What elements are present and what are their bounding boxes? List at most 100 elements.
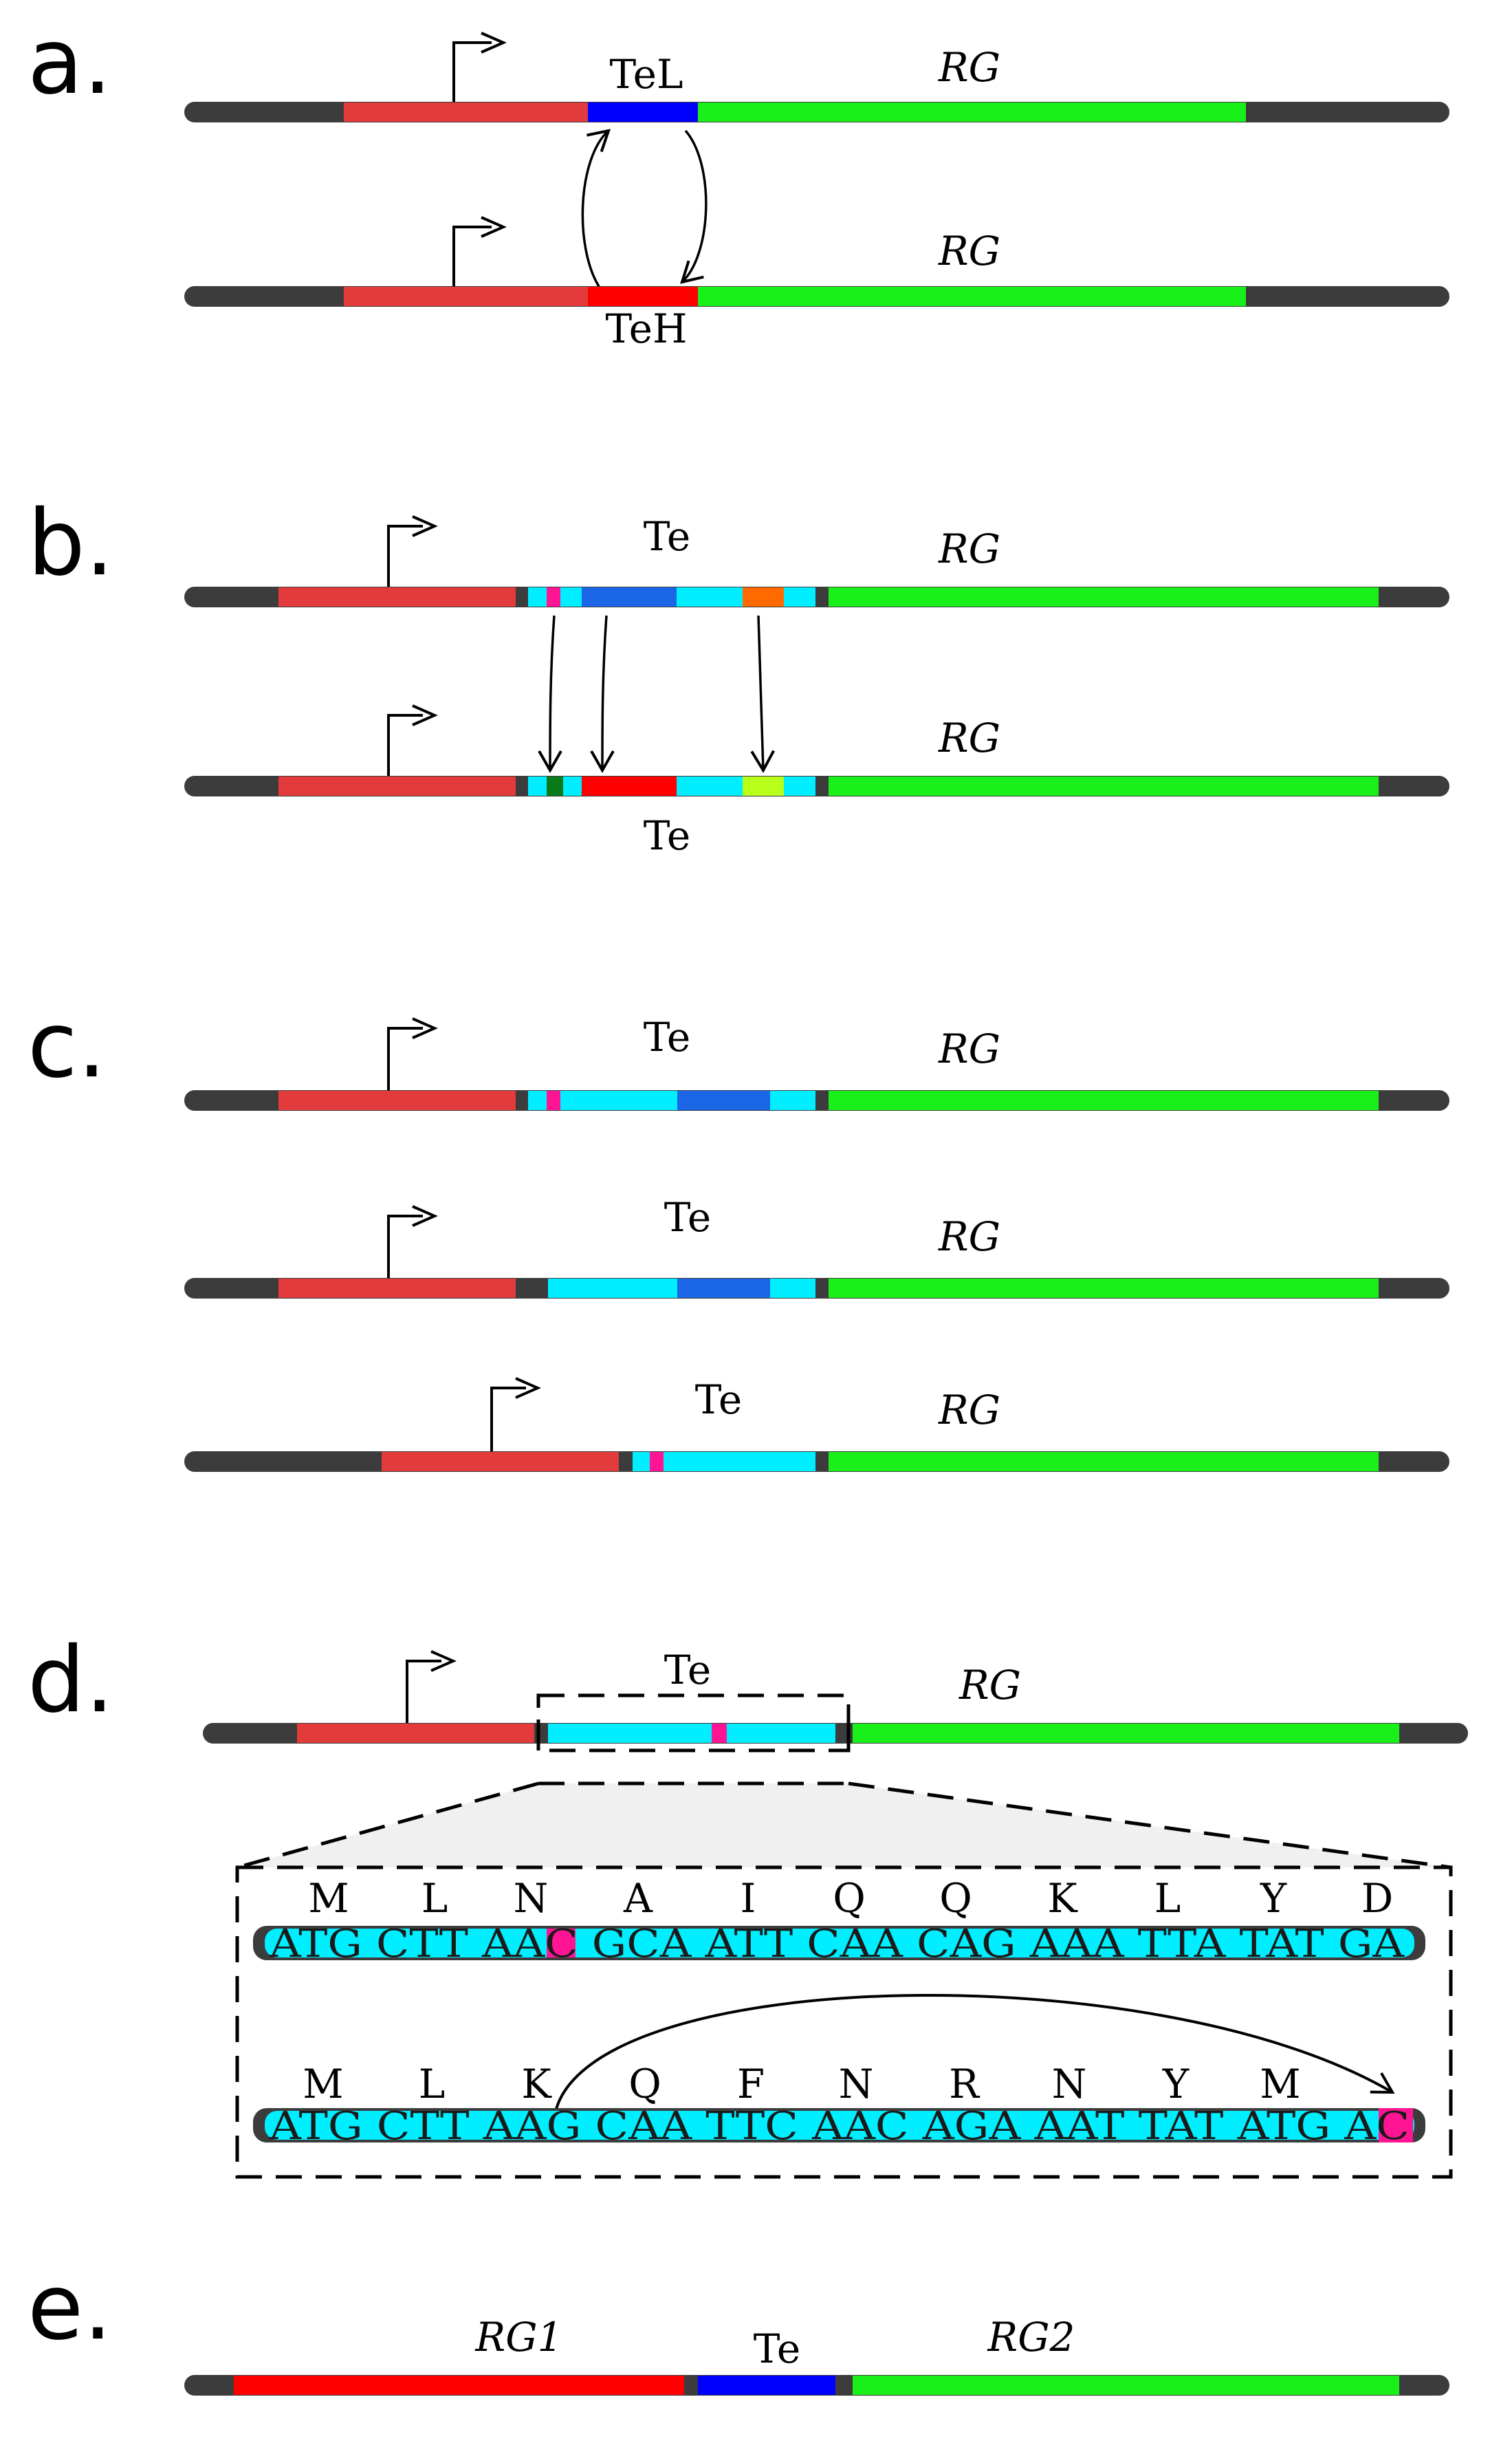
tag-region xyxy=(548,1724,835,1743)
exchange-arrow-down-icon xyxy=(680,129,708,284)
promoter-arrow-head xyxy=(481,216,507,238)
amino-acid: M xyxy=(1260,2061,1300,2107)
panel-d: d. Te RG M L N A I Q xyxy=(28,1627,1468,2179)
zoom-guide-right xyxy=(848,1781,1451,1869)
amino-acid: N xyxy=(514,1875,549,1922)
reporter-gene-1 xyxy=(234,2376,684,2395)
promoter-arrow-head xyxy=(412,1205,438,1227)
panel-a: a. TeL RG TeH RG xyxy=(28,9,1449,352)
tag-mark-blue xyxy=(582,587,677,607)
promoter-arrow-head xyxy=(481,32,507,54)
mutation-highlight xyxy=(547,1929,576,1957)
construct-b-top: Te RG xyxy=(184,513,1449,607)
zoom-guide-left xyxy=(237,1781,539,1869)
amino-acid: L xyxy=(419,2061,446,2107)
substitution-arrow-icon xyxy=(750,615,775,774)
mutated-base: C xyxy=(1376,2104,1410,2149)
reporter-gene xyxy=(829,777,1379,796)
rg-label: RG xyxy=(938,1387,1000,1433)
panel-letter-d: d. xyxy=(28,1627,114,1733)
sequence-part: GCA ATT CAA CAG AAA TTA TAT GA xyxy=(578,1922,1405,1966)
amino-acid: M xyxy=(308,1875,349,1922)
tag-region xyxy=(698,2376,835,2395)
promoter-arrow-head xyxy=(515,1377,541,1399)
promoter-region xyxy=(344,102,588,122)
reporter-gene xyxy=(698,287,1246,306)
promoter-arrow-head xyxy=(412,515,438,537)
amino-acid: K xyxy=(521,2061,552,2107)
promoter-arrow-icon xyxy=(490,1387,526,1451)
promoter-region xyxy=(344,287,588,306)
panel-letter-c: c. xyxy=(28,992,107,1098)
promoter-arrow-icon xyxy=(387,714,423,776)
construct-b-bottom: Te RG xyxy=(184,704,1449,859)
zoom-selection-box xyxy=(536,1693,851,1753)
panel-b: b. Te RG Te xyxy=(28,490,1449,859)
amino-acid: M xyxy=(303,2061,343,2107)
panel-letter-b: b. xyxy=(28,490,114,596)
rg-label: RG xyxy=(938,228,1000,274)
tag-mark-red xyxy=(582,777,677,796)
promoter-arrow-head xyxy=(430,1650,457,1672)
reporter-gene-2 xyxy=(853,2376,1399,2395)
promoter-region xyxy=(382,1452,619,1471)
tag-heavy xyxy=(588,287,698,306)
tag-region xyxy=(528,1091,815,1110)
amino-acid: F xyxy=(737,2061,765,2107)
te-label: Te xyxy=(664,1647,712,1693)
reporter-gene xyxy=(829,587,1379,607)
aa-row-1: M L N A I Q Q K L Y D xyxy=(308,1875,1393,1922)
panel-letter-a: a. xyxy=(28,9,112,115)
construct-a-bottom: TeH RG xyxy=(184,216,1449,352)
amino-acid: A xyxy=(623,1875,653,1922)
promoter-region xyxy=(278,777,516,796)
rg-label: RG xyxy=(958,1662,1021,1708)
sequence-fill xyxy=(265,2111,1414,2140)
te-label: TeH xyxy=(605,305,687,352)
promoter-arrow-head xyxy=(412,1017,438,1039)
sequence-text: ATG CTT AAG CAA TTC AAC AGA AAT TAT ATG … xyxy=(269,2104,1410,2149)
promoter-arrow-head xyxy=(412,704,438,726)
rg-label: RG xyxy=(938,525,1000,572)
reporter-gene xyxy=(698,102,1246,122)
construct-a-top: TeL RG xyxy=(184,32,1449,122)
te-label: Te xyxy=(644,1014,691,1061)
panel-e: e. RG1 Te RG2 xyxy=(28,2255,1449,2396)
panel-c: c. Te RG Te RG xyxy=(28,992,1449,1472)
rg1-label: RG1 xyxy=(475,2314,563,2361)
amino-acid: R xyxy=(949,2061,980,2107)
amino-acid: D xyxy=(1361,1875,1394,1922)
rg2-label: RG2 xyxy=(987,2314,1075,2361)
mutated-base: C xyxy=(545,1922,578,1966)
tag-mark-blue xyxy=(677,1091,770,1110)
amino-acid: N xyxy=(839,2061,874,2107)
sequence-part: ATG CTT AAG CAA TTC AAC AGA AAT TAT ATG … xyxy=(269,2104,1377,2149)
te-label: Te xyxy=(664,1194,712,1241)
tag-mark-blue xyxy=(677,1279,770,1298)
rg-label: RG xyxy=(938,1026,1000,1072)
te-label: Te xyxy=(695,1376,743,1423)
reporter-gene xyxy=(829,1452,1379,1471)
frameshift-arrow-icon xyxy=(554,1993,1395,2112)
construct-c-row1: Te RG xyxy=(184,1014,1449,1111)
zoom-projection xyxy=(237,1783,1451,1867)
reporter-gene xyxy=(829,1279,1379,1298)
amino-acid: Y xyxy=(1162,2061,1190,2107)
amino-acid: Q xyxy=(939,1875,972,1922)
reporter-gene xyxy=(829,1091,1379,1110)
sequence-part: ATG CTT AA xyxy=(269,1922,545,1966)
promoter-region xyxy=(278,1279,516,1298)
tag-mark-orange xyxy=(743,587,784,607)
amino-acid: I xyxy=(741,1875,756,1922)
construct-c-row2: Te RG xyxy=(184,1194,1449,1299)
tag-mark-magenta xyxy=(712,1724,727,1743)
te-label: Te xyxy=(754,2325,801,2372)
promoter-arrow-icon xyxy=(406,1660,441,1723)
amino-acid: Q xyxy=(833,1875,866,1922)
amino-acid: L xyxy=(421,1875,448,1922)
tag-mark-magenta xyxy=(547,1091,560,1110)
tag-mark-darkgreen xyxy=(547,777,563,796)
